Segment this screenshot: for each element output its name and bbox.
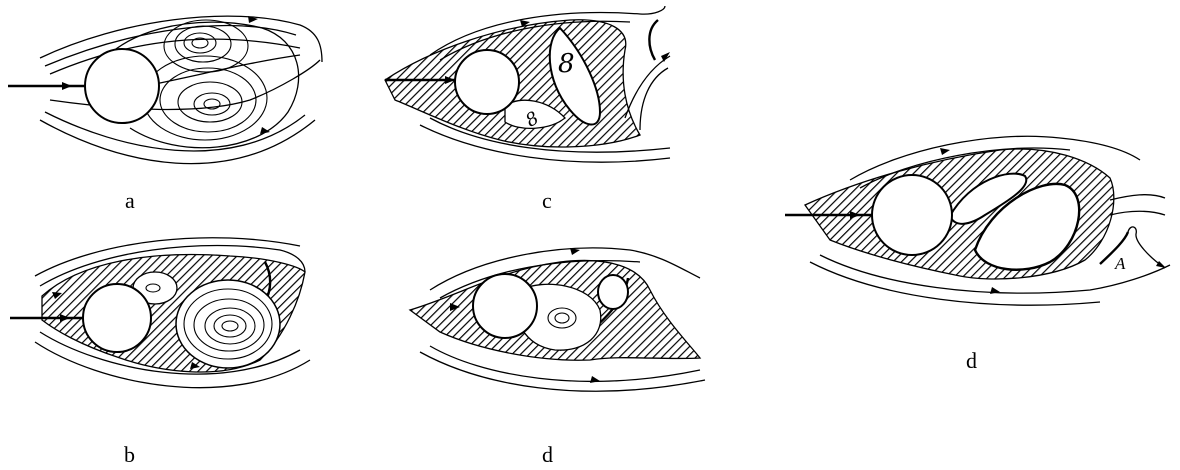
panel-c-diagram: 8 8 [385,6,670,162]
panel-a-streamlines [8,16,322,163]
caption-panel-d-right: d [966,350,977,372]
caption-panel-d-left: d [542,444,553,466]
panel-d1-small-loop [598,275,628,309]
panel-b-lower-vortex [176,280,280,368]
panel-b-cylinder [83,284,151,352]
panel-b-diagram [10,238,310,388]
panel-a-cylinder [85,49,159,123]
panel-d2-diagram [785,136,1170,305]
panel-d1-cylinder [473,274,537,338]
panel-a-lower-vortex [143,56,267,140]
panel-a-upper-vortex [164,20,248,72]
caption-panel-c: c [542,190,552,212]
caption-panel-b: b [124,444,135,466]
panel-c-cylinder [455,50,519,114]
panel-a-diagram [8,16,322,164]
caption-panel-a: a [125,190,135,212]
panel-c-figure-eight-upper: 8 [558,49,575,79]
marker-a-label: A [1115,255,1125,272]
panel-d1-diagram [410,248,705,391]
panel-d2-cylinder [872,175,952,255]
